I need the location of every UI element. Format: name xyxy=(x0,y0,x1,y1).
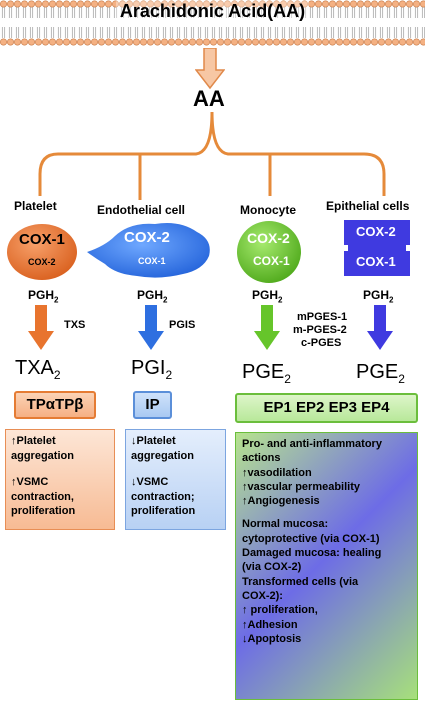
effect-line: Transformed cells (via xyxy=(242,575,359,588)
cell-label-platelet: Platelet xyxy=(14,199,57,213)
receptor-box-ep: EP1 EP2 EP3 EP4 xyxy=(235,393,418,423)
effect-line xyxy=(242,508,411,517)
endothelial-cox-main: COX-2 xyxy=(124,229,170,246)
effect-line: ↑Adhesion xyxy=(242,618,298,631)
monocyte-cox-sub: COX-1 xyxy=(253,254,290,268)
effect-line: Damaged mucosa: healing xyxy=(242,547,382,560)
effect-line: ↓VSMC xyxy=(131,476,169,488)
arrow-endothelial xyxy=(138,305,164,350)
effect-line xyxy=(11,463,109,475)
epithelial-cox-main: COX-2 xyxy=(356,224,396,239)
effects-box-pgi2: ↓Platelet aggregation ↓VSMC contraction;… xyxy=(125,429,226,530)
effect-line: aggregation xyxy=(131,449,194,462)
monocyte-cox-main: COX-2 xyxy=(247,230,290,246)
endothelial-cox-shape xyxy=(87,223,210,278)
effect-line: ↑ proliferation, xyxy=(242,604,318,617)
pgh2-label-monocyte: PGH2 xyxy=(252,288,283,305)
effect-line: ↑Angiogenesis xyxy=(242,495,320,508)
effect-line: ↑vascular permeability xyxy=(242,480,361,493)
receptor-box-ip: IP xyxy=(133,391,172,419)
effect-line xyxy=(131,463,220,475)
product-pgi2: PGI2 xyxy=(131,357,173,382)
monocyte-cox-shape xyxy=(237,221,301,283)
effect-line: (via COX-2) xyxy=(242,561,302,574)
aa-label: AA xyxy=(193,86,225,111)
cell-label-monocyte: Monocyte xyxy=(240,203,297,217)
effect-line: actions xyxy=(242,452,281,465)
effect-line: contraction; xyxy=(131,490,195,503)
pgh2-label-endothelial: PGH2 xyxy=(137,288,168,305)
pgh2-label-epithelial: PGH2 xyxy=(363,288,394,305)
distribution-bracket xyxy=(38,111,386,200)
effect-line: COX-2): xyxy=(242,589,283,602)
epithelial-cox-sub: COX-1 xyxy=(356,254,396,269)
arrow-platelet xyxy=(28,305,54,350)
effect-line: ↑Platelet xyxy=(11,435,56,447)
membrane-down-arrow xyxy=(195,48,225,90)
enzyme-label-txs: TXS xyxy=(64,319,86,331)
effect-line: contraction, xyxy=(11,490,74,503)
product-pge2-epithelial: PGE2 xyxy=(356,361,405,386)
enzyme-label-cpges: c-PGES xyxy=(301,337,342,349)
enzyme-label-mpges1: mPGES-1 xyxy=(297,311,348,323)
arrow-epithelial xyxy=(367,305,393,350)
title-arachidonic-acid: Arachidonic Acid(AA) xyxy=(0,0,425,22)
epithelial-cox-shape xyxy=(344,220,410,276)
product-txa2: TXA2 xyxy=(15,357,61,382)
receptor-box-tp: TPαTPβ xyxy=(14,391,96,419)
cell-label-epithelial: Epithelial cells xyxy=(326,199,410,213)
effect-line: ↓Apoptosis xyxy=(242,632,302,645)
cell-label-endothelial: Endothelial cell xyxy=(97,203,186,217)
pgh2-label-platelet: PGH2 xyxy=(28,288,59,305)
effects-box-pge2: Pro- and anti-inflammatory actions ↑vaso… xyxy=(235,432,418,700)
platelet-cox-sub: COX-2 xyxy=(28,257,56,267)
effect-line: Normal mucosa: xyxy=(242,518,329,531)
effect-line: proliferation xyxy=(11,505,76,517)
enzyme-label-pgis: PGIS xyxy=(169,319,196,331)
effect-line: proliferation xyxy=(131,505,196,517)
effect-line: ↓Platelet xyxy=(131,435,176,447)
enzyme-label-mpges2: m-PGES-2 xyxy=(293,324,347,336)
effect-line: aggregation xyxy=(11,449,74,462)
effect-line: Pro- and anti-inflammatory xyxy=(242,438,382,450)
effect-line: ↑VSMC xyxy=(11,476,49,488)
arrow-monocyte xyxy=(254,305,280,350)
platelet-cox-main: COX-1 xyxy=(19,231,65,248)
effect-line: cytoprotective (via COX-1) xyxy=(242,532,380,545)
effects-box-txa2: ↑Platelet aggregation ↑VSMC contraction,… xyxy=(5,429,115,530)
platelet-cox-shape xyxy=(7,224,77,280)
product-pge2-monocyte: PGE2 xyxy=(242,361,291,386)
membrane-bilayer xyxy=(0,0,425,48)
effect-line: ↑vasodilation xyxy=(242,466,312,479)
endothelial-cox-sub: COX-1 xyxy=(138,256,166,266)
